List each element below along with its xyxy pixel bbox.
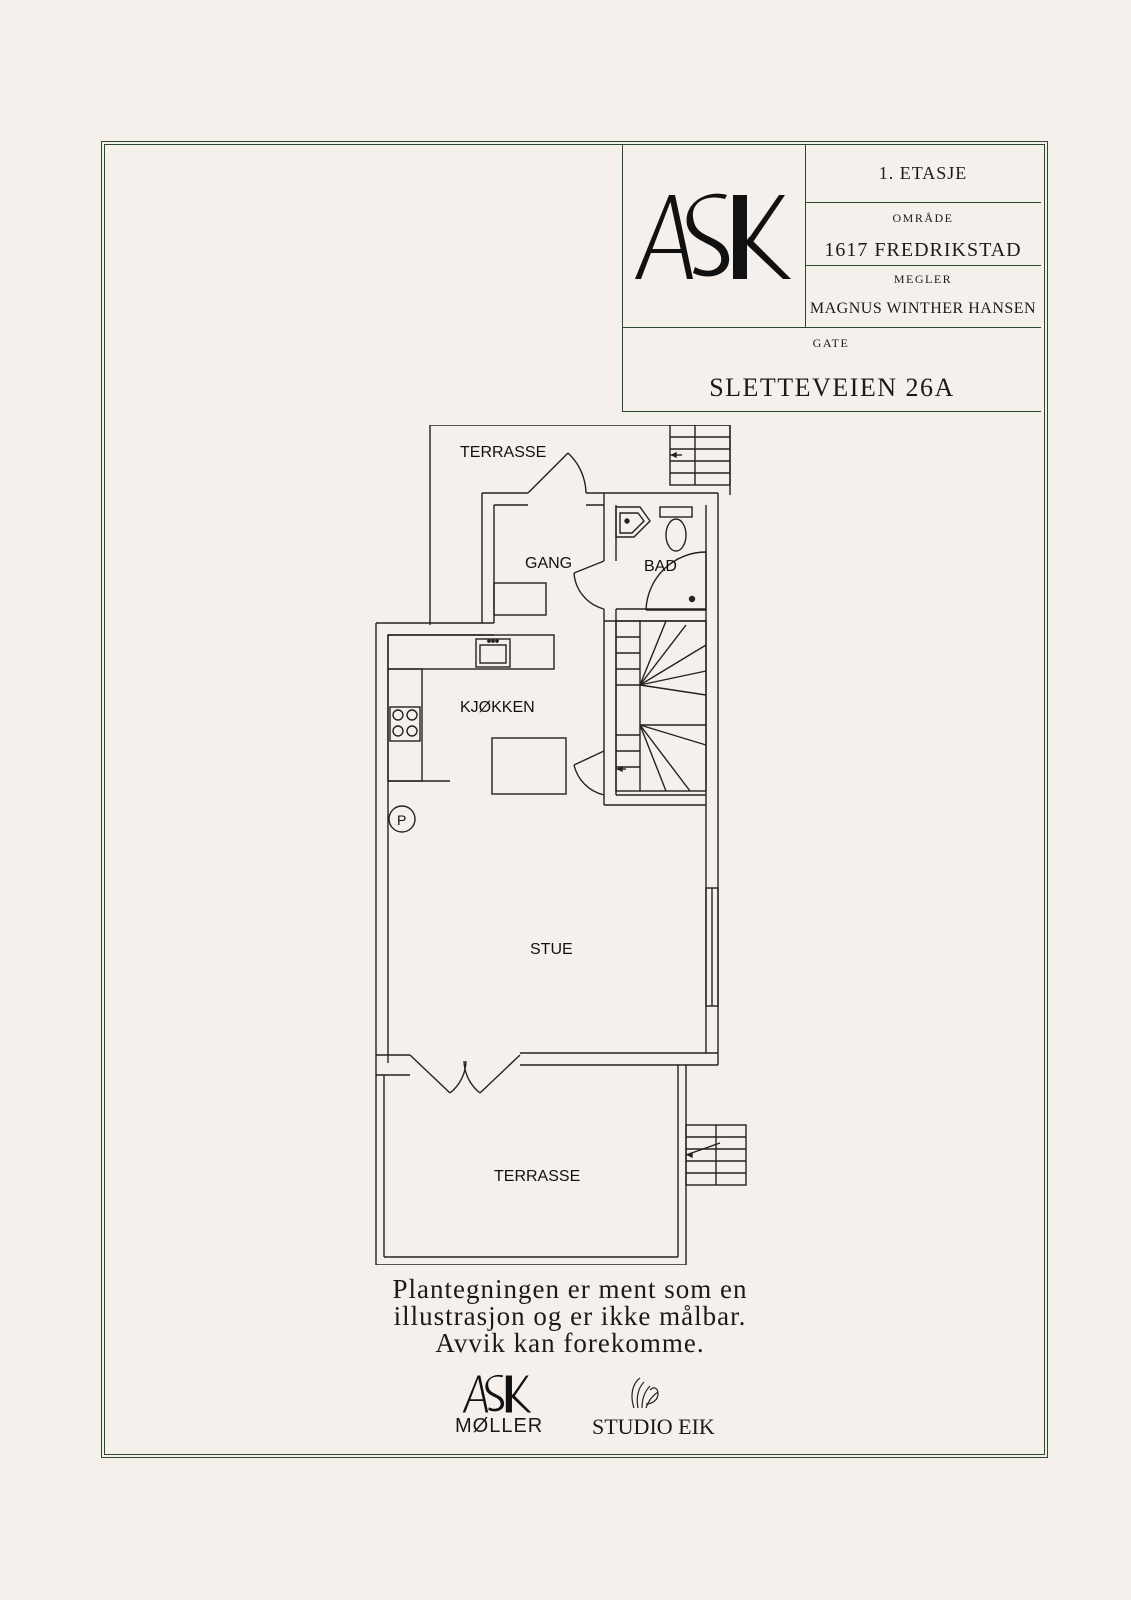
area-value: 1617 FREDRIKSTAD xyxy=(824,239,1022,261)
label-bathroom: BAD xyxy=(644,558,677,575)
disclaimer-line: illustrasjon og er ikke målbar. xyxy=(393,1301,747,1331)
title-block: 1. ETASJE OMRÅDE 1617 FREDRIKSTAD MEGLER… xyxy=(622,145,1041,412)
stairs-interior xyxy=(573,620,707,806)
floor-label: 1. ETASJE xyxy=(878,163,968,183)
title-block-divider xyxy=(805,202,1041,203)
window-right xyxy=(705,887,719,1007)
bathroom-walls xyxy=(573,493,706,622)
label-terrace-bottom: TERRASSE xyxy=(494,1168,580,1185)
label-kitchen: KJØKKEN xyxy=(460,699,535,716)
hall-cabinet xyxy=(493,582,547,616)
street-value: SLETTEVEIEN 26A xyxy=(709,373,955,402)
title-block-logo-cell xyxy=(623,145,806,328)
brand-studio-eik-name: STUDIO EIK xyxy=(592,1414,715,1439)
label-hallway: GANG xyxy=(525,555,572,572)
door-french xyxy=(409,1054,521,1094)
stairs-top xyxy=(669,425,731,486)
area-caption: OMRÅDE xyxy=(892,211,954,225)
studio-eik-logo-icon xyxy=(631,1377,659,1409)
terrace-bottom-outline xyxy=(375,1065,687,1265)
page-frame-outer xyxy=(101,141,1048,1458)
disclaimer-line: Plantegningen er ment som en xyxy=(392,1274,748,1304)
door-entry xyxy=(527,452,587,494)
brand-moller-name: MØLLER xyxy=(455,1415,544,1437)
fixture-p-circle xyxy=(388,805,416,833)
floor-plan: TERRASSE GANG BAD KJØKKEN STUE TERRASSE … xyxy=(375,425,747,1265)
page-frame-inner xyxy=(104,144,1045,1455)
disclaimer: Plantegningen er ment som en illustrasjo… xyxy=(360,1276,780,1357)
disclaimer-line: Avvik kan forekomme. xyxy=(435,1328,705,1358)
ask-moller-logo-icon xyxy=(462,1374,532,1413)
label-terrace-top: TERRASSE xyxy=(460,444,546,461)
ask-logo-icon xyxy=(635,193,791,279)
title-block-divider xyxy=(805,265,1041,266)
label-living-room: STUE xyxy=(530,941,573,958)
outer-walls xyxy=(375,492,719,1076)
label-fixture-p: P xyxy=(397,812,406,828)
bathroom-fixtures xyxy=(615,506,707,611)
title-block-divider xyxy=(623,327,1041,328)
stairs-bottom xyxy=(685,1124,747,1186)
kitchen-island xyxy=(491,737,567,795)
street-caption: GATE xyxy=(812,336,850,350)
agent-value: MAGNUS WINTHER HANSEN xyxy=(809,300,1037,317)
agent-caption: MEGLER xyxy=(893,272,953,286)
kitchen-counter xyxy=(387,634,555,782)
